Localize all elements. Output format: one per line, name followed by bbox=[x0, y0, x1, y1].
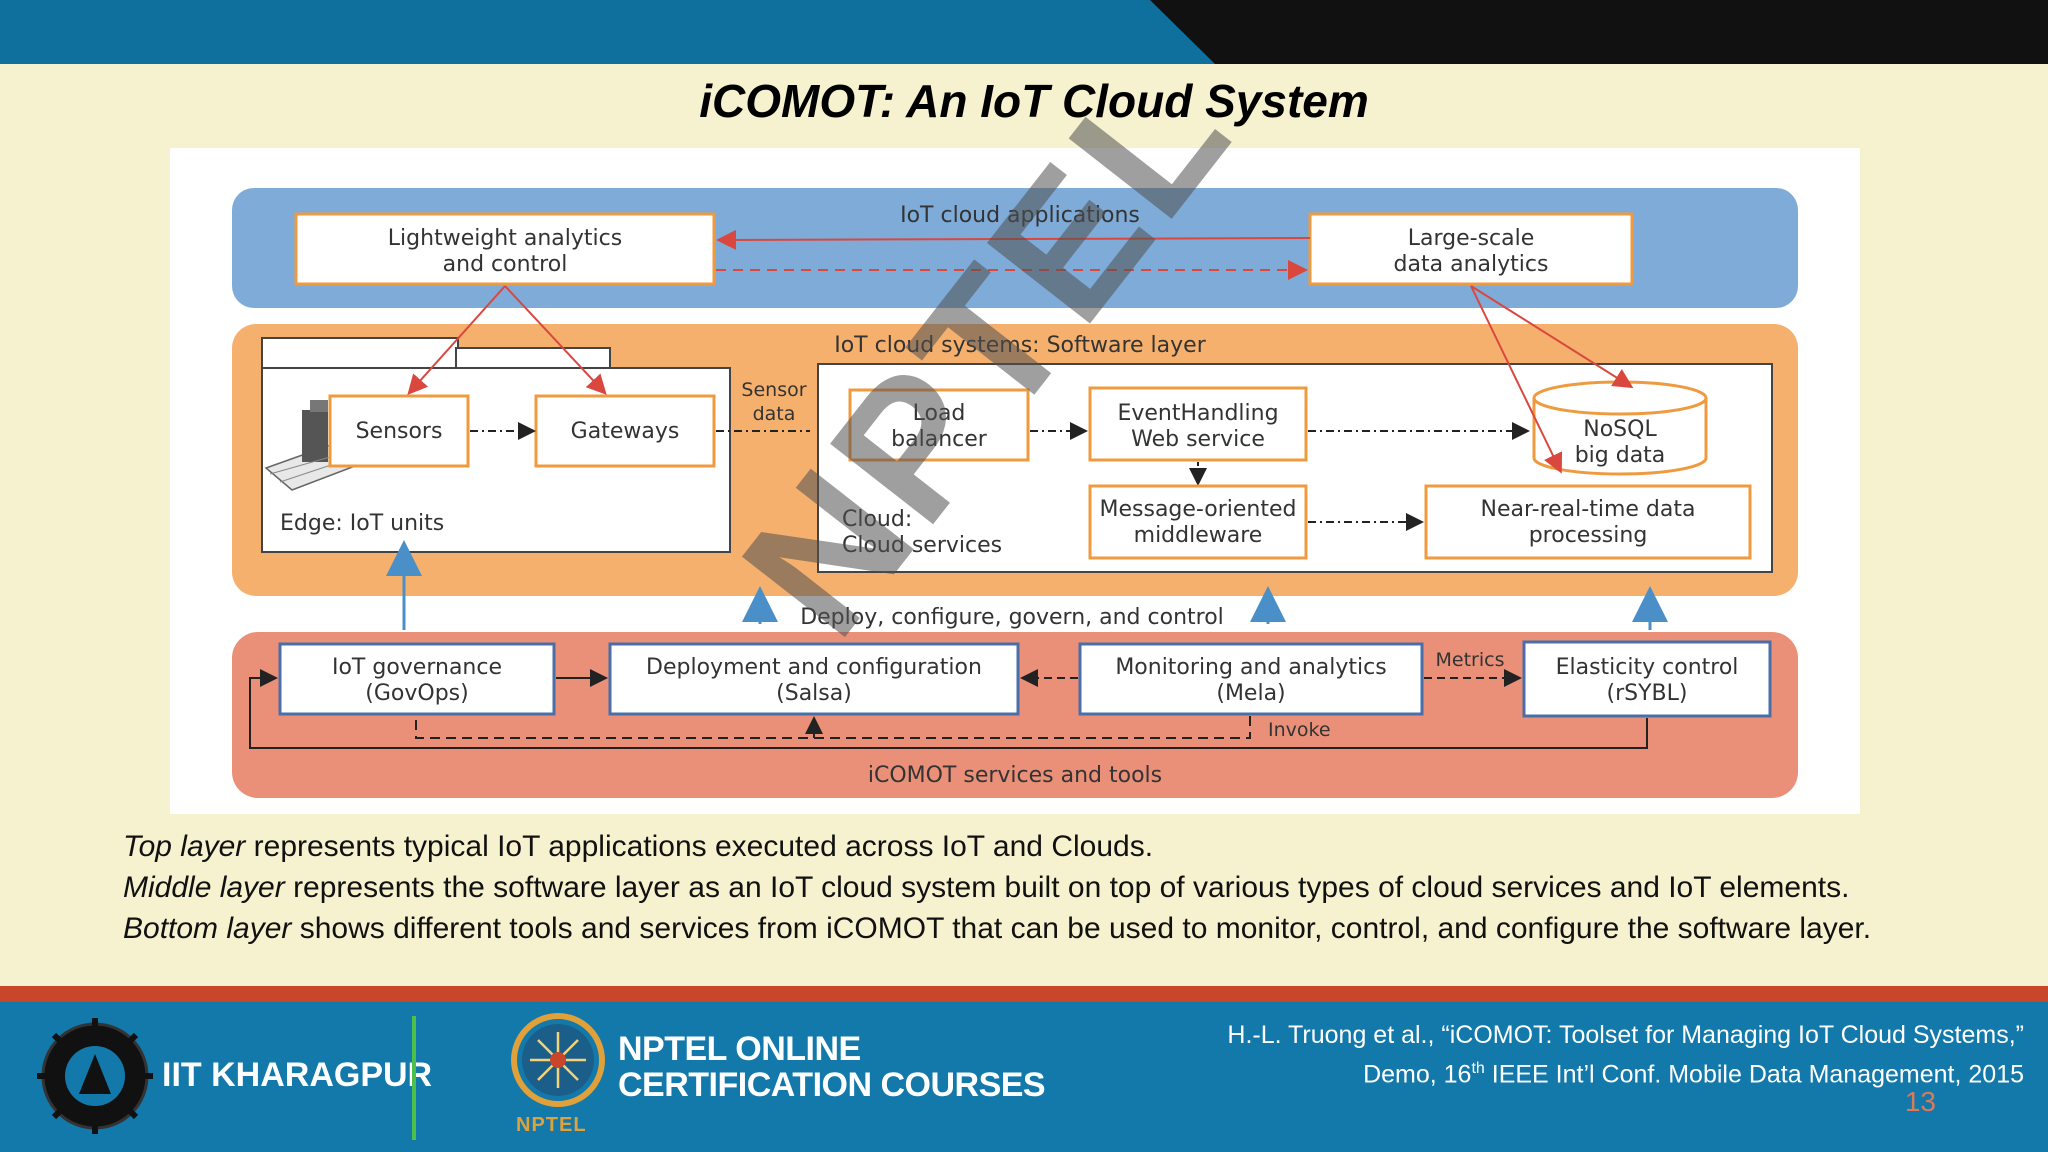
mom-box bbox=[1088, 484, 1308, 560]
arrow-analytics-to-nrt bbox=[1470, 285, 1563, 474]
deployment-line2: (Salsa) bbox=[776, 681, 852, 706]
gateways-box bbox=[534, 394, 716, 468]
monitoring-line1: Monitoring and analytics bbox=[1115, 655, 1386, 680]
note-line-3: Bottom layer shows different tools and s… bbox=[123, 908, 2003, 949]
nptel-small-label: NPTEL bbox=[516, 1114, 587, 1136]
middle-layer-label: IoT cloud systems: Software layer bbox=[834, 333, 1206, 358]
nosql-line1: NoSQL bbox=[1583, 417, 1657, 442]
page-number: 13 bbox=[1904, 1086, 1936, 1117]
note-line-2-text: represents the software layer as an IoT … bbox=[284, 871, 1850, 904]
citation-superscript: th bbox=[1471, 1060, 1485, 1077]
arrow-lightweight-to-gateways bbox=[504, 285, 607, 395]
nosql-line2: big data bbox=[1575, 443, 1666, 468]
mom-line2: middleware bbox=[1134, 523, 1263, 548]
nptel-line-2: CERTIFICATION COURSES bbox=[618, 1066, 1046, 1104]
event-handling-line1: EventHandling bbox=[1117, 401, 1278, 426]
gateways-label: Gateways bbox=[571, 419, 680, 444]
elasticity-box bbox=[1522, 640, 1772, 718]
bottom-layer-label: iCOMOT services and tools bbox=[868, 763, 1162, 788]
elasticity-line1: Elasticity control bbox=[1556, 655, 1739, 680]
footer-band bbox=[0, 986, 2048, 1152]
sensor-data-line2: data bbox=[753, 403, 796, 425]
load-balancer-line2: balancer bbox=[891, 427, 988, 452]
note-line-1-emphasis: Top layer bbox=[123, 830, 246, 863]
event-handling-box bbox=[1088, 386, 1308, 462]
feedback-line-elasticity-to-governance bbox=[249, 669, 1648, 749]
edge-label: Edge: IoT units bbox=[280, 511, 444, 536]
nrt-line2: processing bbox=[1529, 523, 1648, 548]
lightweight-analytics-box bbox=[294, 212, 716, 286]
nptel-logo-icon bbox=[511, 1013, 605, 1107]
iit-kharagpur-logo-icon bbox=[37, 1018, 153, 1134]
governance-line2: (GovOps) bbox=[365, 681, 468, 706]
cloud-label-line1: Cloud: bbox=[842, 507, 912, 532]
citation-line-1: H.-L. Truong et al., “iCOMOT: Toolset fo… bbox=[1227, 1021, 2024, 1049]
large-scale-analytics-box bbox=[1308, 212, 1634, 286]
note-line-3-emphasis: Bottom layer bbox=[123, 912, 292, 945]
invoke-label: Invoke bbox=[1268, 719, 1331, 741]
invoke-dashed-line bbox=[415, 716, 1251, 739]
sensor-data-line1: Sensor bbox=[741, 379, 806, 401]
elasticity-line2: (rSYBL) bbox=[1607, 681, 1688, 706]
arrow-analytics-to-nosql bbox=[1470, 285, 1634, 389]
sensors-label: Sensors bbox=[356, 419, 443, 444]
top-layer-label: IoT cloud applications bbox=[900, 203, 1140, 228]
load-balancer-line1: Load bbox=[913, 401, 966, 426]
footer-divider bbox=[412, 1016, 416, 1140]
sensors-box bbox=[328, 394, 470, 468]
nosql-cylinder bbox=[1532, 380, 1708, 476]
note-line-1: Top layer represents typical IoT applica… bbox=[123, 826, 2003, 867]
large-scale-analytics-line2: data analytics bbox=[1394, 252, 1549, 277]
edge-tab-1 bbox=[261, 337, 459, 369]
arrow-lightweight-to-sensors bbox=[407, 285, 506, 395]
lightweight-analytics-line1: Lightweight analytics bbox=[388, 226, 622, 251]
note-line-1-text: represents typical IoT applications exec… bbox=[245, 830, 1154, 863]
deployment-line1: Deployment and configuration bbox=[646, 655, 982, 680]
load-balancer-box bbox=[848, 388, 1030, 462]
large-scale-analytics-line1: Large-scale bbox=[1408, 226, 1535, 251]
deployment-box bbox=[608, 642, 1020, 716]
citation-line-2-start: Demo, 16 bbox=[1363, 1060, 1472, 1089]
institute-name: IIT KHARAGPUR bbox=[162, 1056, 433, 1094]
governance-box bbox=[278, 642, 556, 716]
mom-line1: Message-oriented bbox=[1100, 497, 1297, 522]
iot-architecture-diagram: IoT cloud applications Lightweight analy… bbox=[170, 148, 1860, 814]
footer-accent-line bbox=[0, 986, 2048, 1002]
cloud-label-line2: Cloud services bbox=[842, 533, 1002, 558]
nrt-box bbox=[1424, 484, 1752, 560]
deploy-label: Deploy, configure, govern, and control bbox=[800, 605, 1224, 630]
note-line-3-text: shows different tools and services from … bbox=[291, 912, 1872, 945]
slide-title: iCOMOT: An IoT Cloud System bbox=[699, 75, 1369, 127]
lightweight-analytics-line2: and control bbox=[443, 252, 568, 277]
arrow-analytics-to-lightweight bbox=[716, 229, 1311, 250]
slide-notes: Top layer represents typical IoT applica… bbox=[123, 826, 2003, 949]
citation-line-2-end: IEEE Int’l Conf. Mobile Data Management,… bbox=[1484, 1060, 2024, 1089]
monitoring-line2: (Mela) bbox=[1216, 681, 1285, 706]
nptel-line-1: NPTEL ONLINE bbox=[618, 1030, 861, 1068]
top-banner-dark-shape bbox=[1150, 0, 2048, 64]
monitoring-box bbox=[1078, 642, 1424, 716]
event-handling-line2: Web service bbox=[1131, 427, 1265, 452]
edge-tab-2 bbox=[455, 347, 611, 369]
citation-line-2: Demo, 16th IEEE Int’l Conf. Mobile Data … bbox=[1227, 1052, 2024, 1091]
metrics-label: Metrics bbox=[1436, 649, 1505, 671]
nrt-line1: Near-real-time data bbox=[1481, 497, 1696, 522]
note-line-2-emphasis: Middle layer bbox=[123, 871, 285, 904]
note-line-2: Middle layer represents the software lay… bbox=[123, 867, 2003, 908]
citation: H.-L. Truong et al., “iCOMOT: Toolset fo… bbox=[1227, 1018, 2024, 1091]
governance-line1: IoT governance bbox=[332, 655, 502, 680]
